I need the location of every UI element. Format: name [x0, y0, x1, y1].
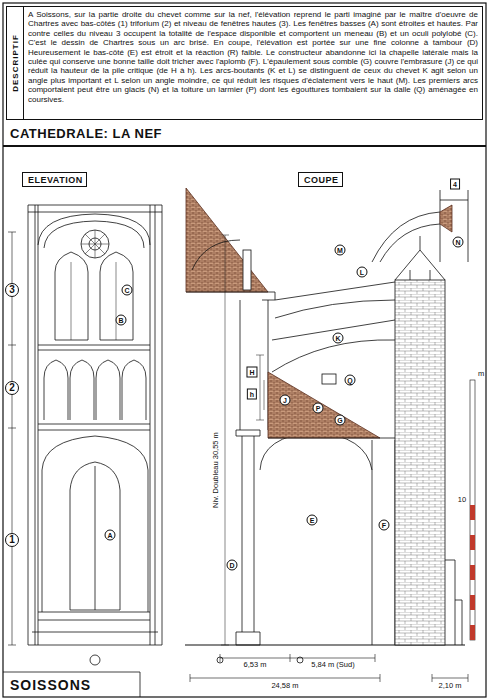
callout-letter: A: [105, 530, 116, 541]
detail-number: 4: [450, 179, 460, 190]
section-heading: ELEVATION: [28, 175, 81, 185]
heading-box: COUPE: [298, 172, 343, 187]
dimension: 5,84 m (Sud): [310, 661, 355, 669]
callout-letter: D: [227, 560, 238, 571]
heading-box: ELEVATION: [22, 172, 87, 187]
sheet-caption: SOISSONS: [10, 677, 91, 693]
level-number: 2: [5, 381, 19, 395]
dimension: 6,53 m: [243, 661, 268, 669]
side-band: DESCRIPTIF: [7, 7, 24, 119]
height-mark: h: [247, 389, 257, 400]
description-text: A Soissons, sur la partie droite du chev…: [28, 10, 478, 104]
callout-letter: J: [280, 395, 291, 406]
scale-number: 10: [457, 496, 467, 504]
callout-letter: K: [333, 333, 344, 344]
callout-letter: E: [307, 515, 318, 526]
callout-letter: P: [313, 403, 324, 414]
callout-letter: N: [453, 237, 464, 248]
side-heading: DESCRIPTIF: [11, 34, 20, 92]
callout-letter: C: [122, 285, 133, 296]
sheet-title: CATHEDRALE: LA NEF: [10, 126, 162, 141]
dimension: 24,58 m: [270, 682, 299, 690]
callout-letter: M: [335, 245, 346, 256]
description-box: DESCRIPTIF A Soissons, sur la partie droi…: [6, 6, 483, 120]
section-heading: COUPE: [304, 175, 337, 185]
level-dimension: Niv. Doubleau 30,55 m: [212, 431, 220, 509]
callout-letter: G: [335, 415, 346, 426]
callout-letter: B: [116, 315, 127, 326]
callout-letter: F: [379, 520, 390, 531]
scale-unit: m: [477, 370, 485, 378]
level-number: 3: [5, 283, 19, 297]
level-number: 1: [5, 533, 19, 547]
callout-letter: Q: [345, 375, 356, 386]
dimension: 2,10 m: [438, 682, 463, 690]
height-mark: H: [246, 367, 257, 378]
callout-letter: L: [357, 267, 368, 278]
